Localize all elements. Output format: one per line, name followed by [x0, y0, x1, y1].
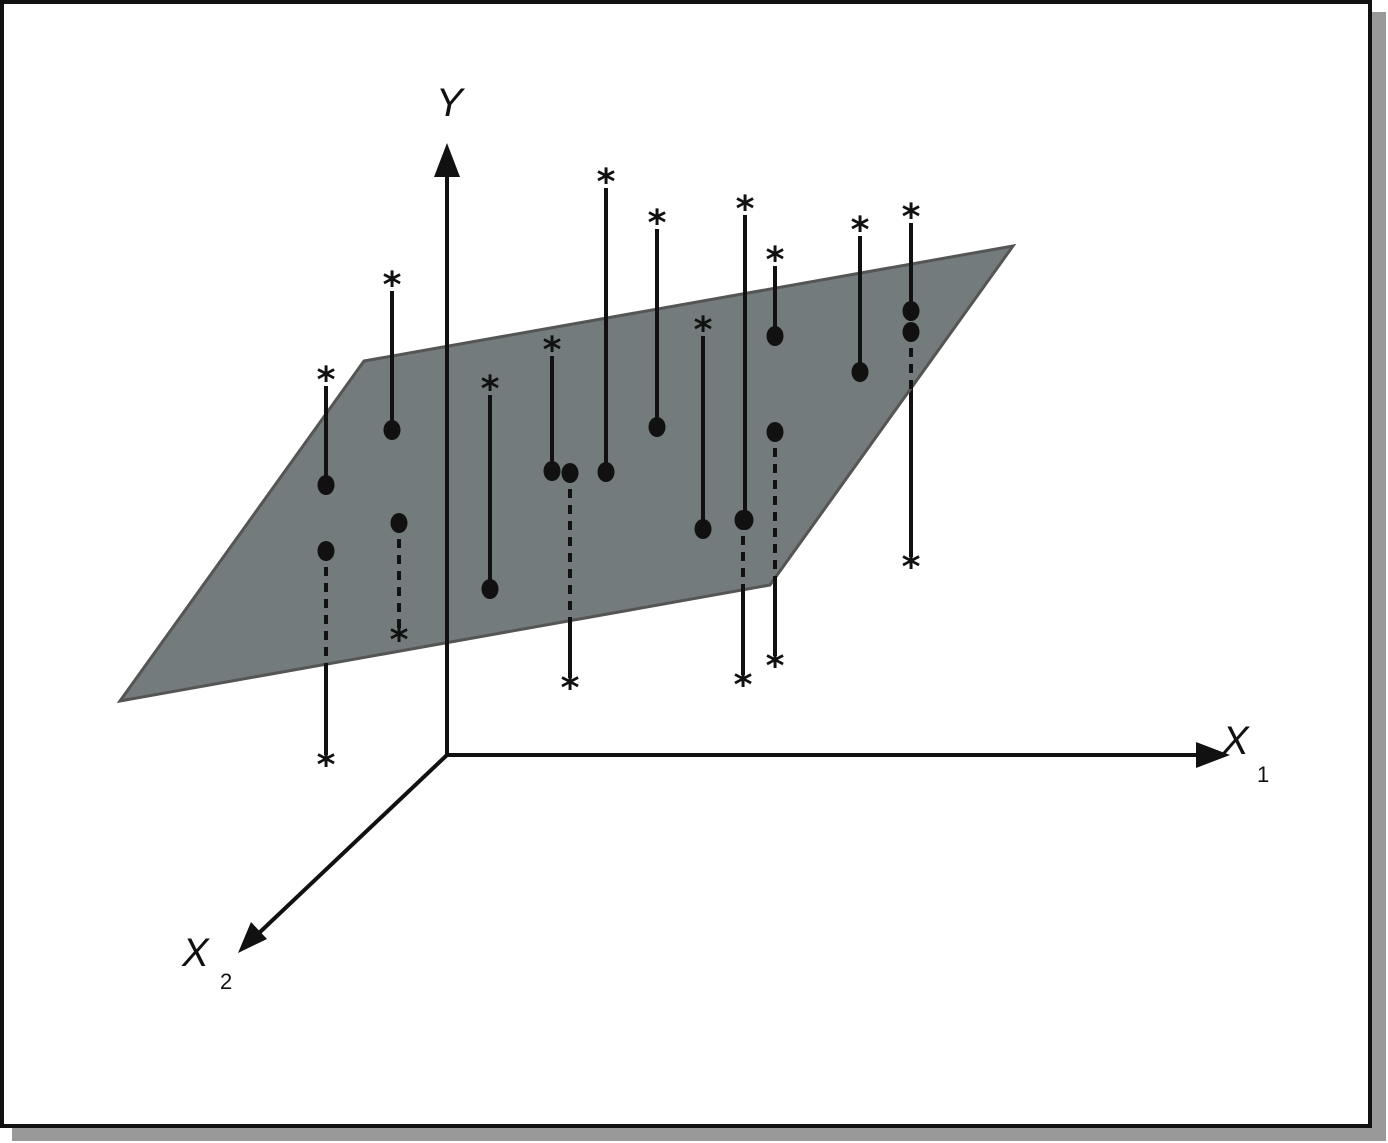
x2-axis-arrowhead: [238, 922, 267, 953]
observation-marker: *: [317, 360, 336, 401]
fitted-point: [597, 462, 615, 482]
observation-marker: *: [766, 240, 785, 281]
fitted-point: [766, 422, 784, 442]
axes: [238, 143, 1230, 953]
observation-marker: *: [902, 197, 921, 238]
fitted-point: [481, 579, 499, 599]
fitted-point: [766, 326, 784, 346]
observation-marker: *: [734, 665, 753, 706]
y-axis-arrowhead: [434, 143, 460, 177]
observation-marker: *: [561, 668, 580, 709]
fitted-point: [694, 519, 712, 539]
fitted-point: [390, 513, 408, 533]
fitted-point: [543, 461, 561, 481]
fitted-point: [902, 322, 920, 342]
x2-axis-label: X: [181, 931, 210, 975]
residuals-above-plane: [317, 188, 920, 701]
fitted-point: [317, 475, 335, 495]
observation-marker: *: [648, 203, 667, 244]
x1-axis-subscript: 1: [1257, 762, 1269, 787]
fitted-point: [648, 417, 666, 437]
observation-marker: *: [597, 162, 616, 203]
y-axis-label: Y: [436, 81, 466, 125]
observation-marker: *: [317, 745, 336, 786]
fitted-point: [734, 510, 752, 530]
x1-axis-label: X: [1221, 719, 1250, 763]
fitted-point: [561, 463, 579, 483]
observation-marker: *: [851, 210, 870, 251]
fitted-point: [851, 362, 869, 382]
x1-axis-arrowhead: [1196, 742, 1230, 768]
observation-marker: *: [902, 547, 921, 588]
observation-marker: *: [543, 330, 562, 371]
x2-axis-subscript: 2: [220, 969, 232, 994]
observation-marker: *: [766, 646, 785, 687]
observation-marker: *: [481, 369, 500, 410]
observation-marker: *: [694, 310, 713, 351]
x2-axis-line: [257, 753, 449, 935]
observations: * * * * * * * * * * * * * * * * *: [317, 162, 921, 786]
fitted-point: [383, 420, 401, 440]
fitted-point: [902, 301, 920, 321]
observation-marker: *: [736, 189, 755, 230]
fitted-point: [317, 541, 335, 561]
observation-marker: *: [390, 620, 409, 661]
observation-marker: *: [383, 265, 402, 306]
